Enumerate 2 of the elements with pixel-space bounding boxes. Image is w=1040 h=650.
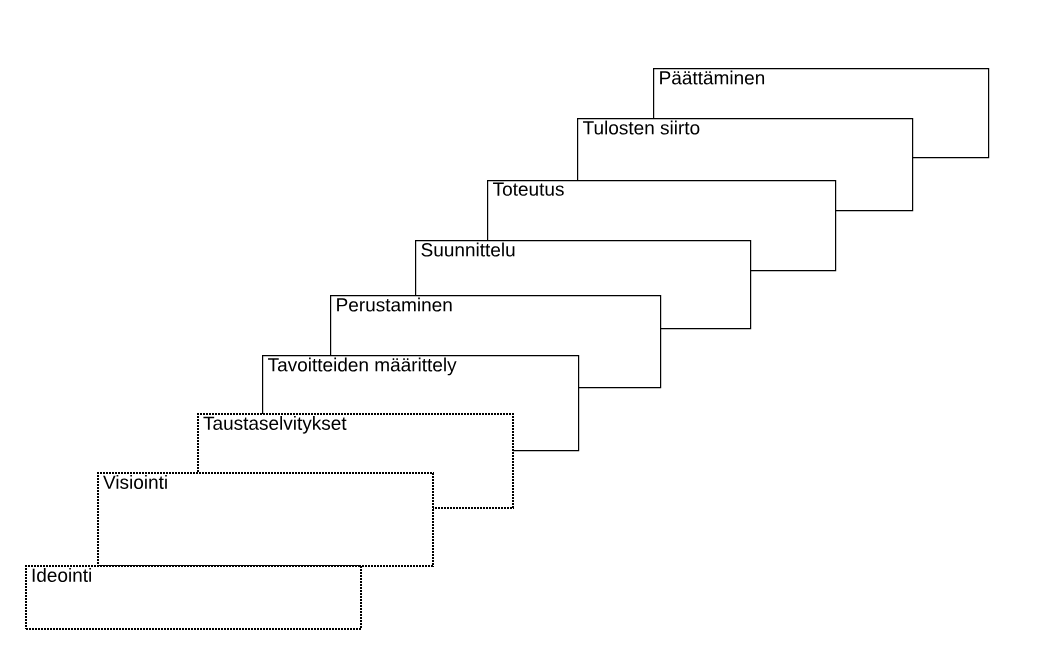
stage-box: Ideointi [25, 565, 362, 630]
stage-box: Visiointi [97, 472, 434, 567]
